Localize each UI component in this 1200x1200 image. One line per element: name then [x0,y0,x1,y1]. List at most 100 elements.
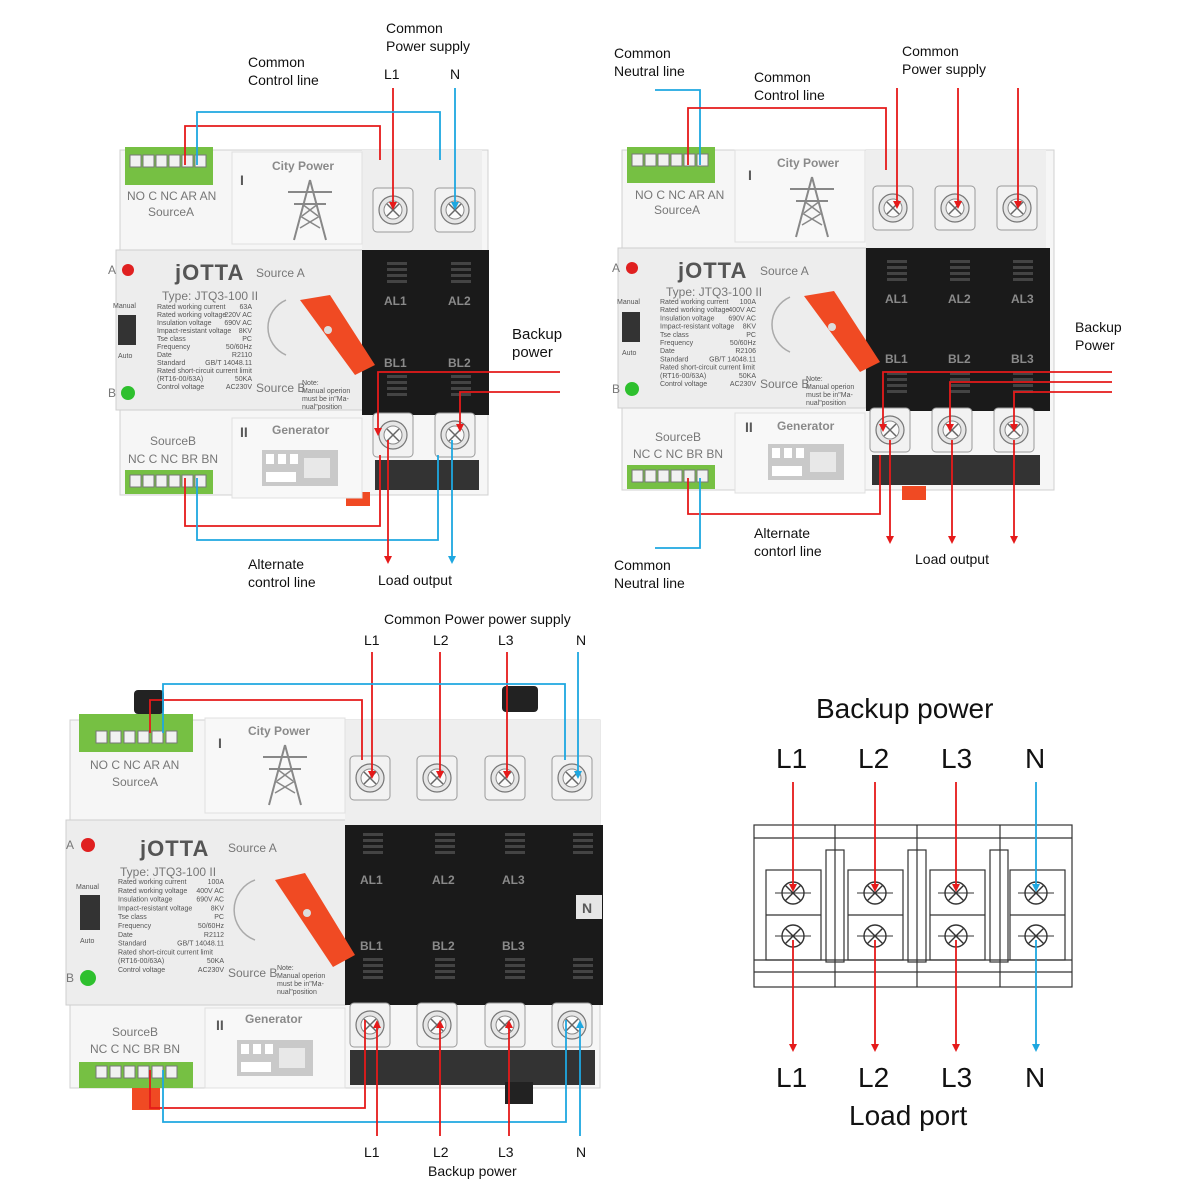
spec-label: Frequency [157,344,191,351]
diagram-2-pole: NO C NC AR AN SourceA I City Power A B j… [108,20,562,590]
spec-value: PC [214,914,224,921]
backup-l3-wire [1010,391,1112,432]
type-line: Type: JTQ3-100 II [120,865,216,879]
roman-two: II [216,1017,224,1033]
source-a-label: SourceA [112,775,158,789]
terminal-labels-b: NC C NC BR BN [90,1042,180,1056]
n-label: N [450,66,460,82]
screw-terminal-icon [434,412,476,458]
alternate-control-label: control line [248,574,316,590]
common-control-label: Control line [754,87,825,103]
bl3-label: BL3 [1011,352,1034,366]
generator-label: Generator [245,1012,303,1026]
control-line-b [184,455,381,527]
spec-value: AC230V [730,381,756,388]
led-b-label: B [108,386,116,400]
switch-handle[interactable] [804,291,880,372]
spec-value: AC230V [226,384,252,391]
bottom-l1-label: L1 [776,1062,807,1093]
roman-one: I [240,172,244,188]
alternate-control-label: Alternate [754,525,810,541]
spec-value: 400V AC [196,888,224,895]
manual-auto-switch[interactable] [80,895,100,930]
terminal-block-outline [753,824,1073,988]
l3-label: L3 [498,632,514,648]
screw-terminal-icon [372,412,414,458]
l3-label: L3 [498,1144,514,1160]
al2-label: AL2 [948,292,971,306]
terminal-labels-b: NC C NC BR BN [633,447,723,461]
terminal-labels-a: NO C NC AR AN [635,188,724,202]
bl2-label: BL2 [432,939,455,953]
led-indicator-icon [121,386,135,400]
common-control-label: Common [248,54,305,70]
common-neutral-label: Common [614,45,671,61]
led-indicator-icon [625,382,639,396]
spec-label: (RT16-00/63A) [157,376,203,383]
roman-two: II [240,424,248,440]
bl1-label: BL1 [384,356,407,370]
note-title: Note: [277,965,294,972]
spec-label: Control voltage [157,384,204,391]
al1-label: AL1 [885,292,908,306]
al3-label: AL3 [1011,292,1034,306]
alternate-control-label: contorl line [754,543,822,559]
source-b-text: Source B [228,966,277,980]
note-line: Manual operion [302,388,350,395]
top-l2-label: L2 [858,743,889,774]
top-n-label: N [1025,743,1045,774]
l1-label: L1 [384,66,400,82]
screw-terminal-icon [781,881,1048,948]
spec-label: Rated working current [660,299,729,306]
spec-value: 8KV [211,905,225,912]
spec-label: Rated short-circuit current limit [157,368,252,375]
screw-terminal-icon [551,755,593,801]
spec-label: Tse class [660,332,689,339]
backup-l1-wire [374,371,560,436]
generator-icon [237,1040,313,1076]
note-line: nual"position [806,400,846,407]
note-line: must be in"Ma- [277,981,325,988]
manual-auto-switch[interactable] [622,312,640,342]
spec-label: Tse class [118,914,147,921]
spec-label: Insulation voltage [157,320,212,327]
note-line: must be in"Ma- [302,396,350,403]
spec-value: R2110 [232,352,252,359]
source-a-text: Source A [228,841,277,855]
common-neutral-label: Neutral line [614,575,685,591]
spec-value: PC [746,332,756,339]
screw-terminal-icon [484,1002,526,1048]
l2-label: L2 [433,1144,449,1160]
switch-handle[interactable] [275,873,355,967]
source-b-label: SourceB [655,430,701,444]
spec-value: 63A [240,304,253,311]
screw-ticks [775,892,1054,937]
bl2-label: BL2 [948,352,971,366]
spec-value: 50/60Hz [226,344,253,351]
generator-icon [262,450,338,486]
al1-label: AL1 [384,294,407,308]
note-line: must be in"Ma- [806,392,854,399]
manual-label: Manual [617,299,640,306]
spec-label: Rated short-circuit current limit [660,365,755,372]
city-power-label: City Power [272,159,334,173]
spec-value: R2112 [204,932,224,939]
manual-auto-switch[interactable] [118,315,136,345]
spec-label: Impact-resistant voltage [157,328,231,335]
backup-power-label: Backup [512,326,562,343]
brand-logo: jOTTA [139,836,209,861]
source-b-text: Source B [256,381,305,395]
spec-label: Date [660,348,675,355]
screw-terminal-icon [416,755,458,801]
al2-label: AL2 [448,294,471,308]
control-line-a [687,107,887,170]
spec-value: 100A [208,879,225,886]
switch-handle[interactable] [300,295,375,375]
source-b-text: Source B [760,377,809,391]
manual-label: Manual [113,303,136,310]
terminal-labels-a: NO C NC AR AN [90,758,179,772]
note-title: Note: [806,376,823,383]
bl1-label: BL1 [360,939,383,953]
note-line: Manual operion [806,384,854,391]
auto-label: Auto [80,938,95,945]
